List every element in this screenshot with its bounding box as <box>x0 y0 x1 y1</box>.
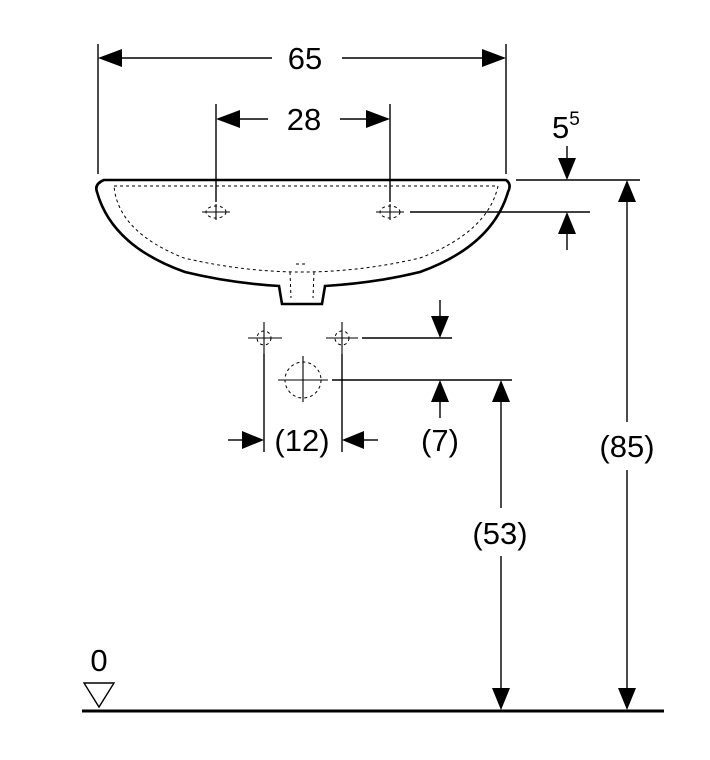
dimension-rim-to-tap-holes <box>410 146 640 250</box>
washbasin-outline <box>95 178 511 306</box>
supply-connection-right <box>326 322 358 354</box>
label-total-width: 65 <box>288 41 322 76</box>
dimension-total-width <box>97 44 507 174</box>
label-tap-hole-spacing: 28 <box>287 102 321 137</box>
supply-connection-left <box>248 322 282 354</box>
label-supply-to-waste: (7) <box>421 423 459 458</box>
label-rim-to-tap-holes: 55 <box>552 109 580 145</box>
dimension-waste-height <box>492 380 510 710</box>
label-rim-to-tap-holes-main: 5 <box>552 110 569 145</box>
tap-hole-left <box>202 204 230 220</box>
floor-level-triangle-icon <box>82 682 116 709</box>
label-rim-to-tap-holes-superscript: 5 <box>569 109 580 130</box>
waste-connection <box>278 356 328 402</box>
tap-hole-right <box>376 204 404 220</box>
label-floor-level: 0 <box>90 643 107 678</box>
dimension-supply-to-waste <box>332 300 512 418</box>
dimension-tap-hole-spacing <box>215 104 391 202</box>
label-waste-height: (53) <box>472 516 527 551</box>
dimension-supply-spacing <box>228 354 378 452</box>
label-rim-height: (85) <box>599 429 654 464</box>
label-supply-spacing: (12) <box>274 423 329 458</box>
dimension-rim-height <box>618 180 636 710</box>
